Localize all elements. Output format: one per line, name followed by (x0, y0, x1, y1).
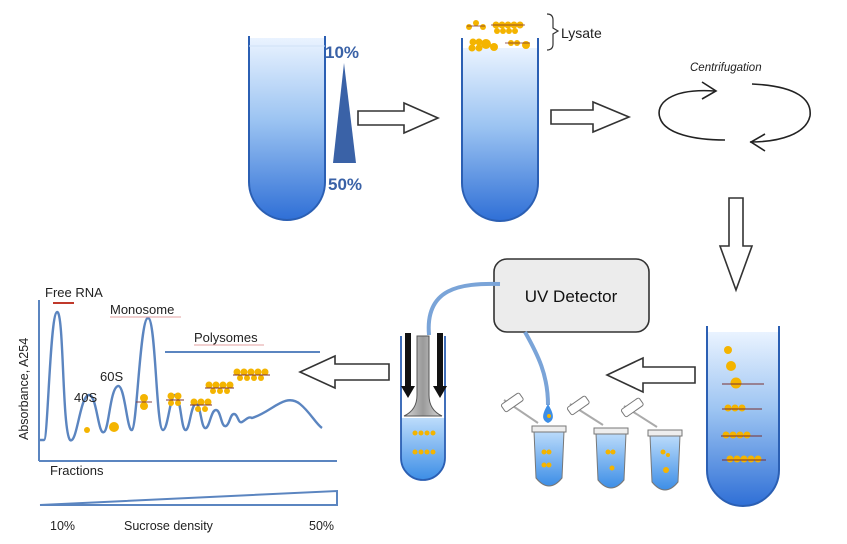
arrow-left-icon (298, 354, 390, 390)
press-arrow-icon (401, 333, 447, 398)
monosome-label: Monosome (110, 302, 174, 317)
y-axis-label: Absorbance, A254 (17, 338, 31, 440)
flow-tubing (523, 331, 550, 406)
collection-tube-2 (566, 395, 629, 489)
s60-label: 60S (100, 369, 123, 384)
arrow-down-icon (718, 197, 754, 293)
ribosome-bands-icon (722, 346, 762, 463)
gradient-wedge-icon (333, 63, 356, 163)
separated-tube (706, 326, 780, 507)
subunit-icons (84, 394, 148, 433)
rotation-icon (658, 81, 811, 152)
fractionator-ribosomes-icon (412, 430, 436, 455)
drop-icon (543, 404, 553, 423)
gradient-top-label: 10% (325, 43, 359, 62)
density-high-label: 50% (309, 519, 334, 533)
free-rna-label: Free RNA (45, 285, 103, 300)
lysate-bracket-icon (546, 13, 560, 51)
lysate-label: Lysate (561, 25, 602, 41)
uv-detector-box (493, 258, 650, 333)
arrow-left-icon (605, 356, 696, 394)
density-low-label: 10% (50, 519, 75, 533)
arrow-right-icon (357, 101, 440, 135)
polysome-icons (167, 368, 269, 412)
polysomes-label: Polysomes (194, 330, 258, 345)
centrifugation-label: Centrifugation (690, 62, 762, 74)
lysate-tube (461, 38, 539, 222)
absorbance-trace (40, 310, 323, 442)
gradient-bottom-label: 50% (328, 175, 362, 194)
gradient-tube (248, 36, 326, 221)
collection-tube-3 (620, 397, 683, 491)
s40-label: 40S (74, 390, 97, 405)
density-wedge-icon (39, 489, 338, 506)
density-label: Sucrose density (124, 519, 214, 533)
arrow-right-icon (550, 100, 632, 134)
piston-icon (403, 335, 443, 417)
collection-tube-1 (500, 392, 567, 487)
flow-tubing (426, 281, 501, 336)
x-axis-label: Fractions (50, 463, 104, 478)
uv-detector-label: UV Detector (525, 287, 618, 306)
